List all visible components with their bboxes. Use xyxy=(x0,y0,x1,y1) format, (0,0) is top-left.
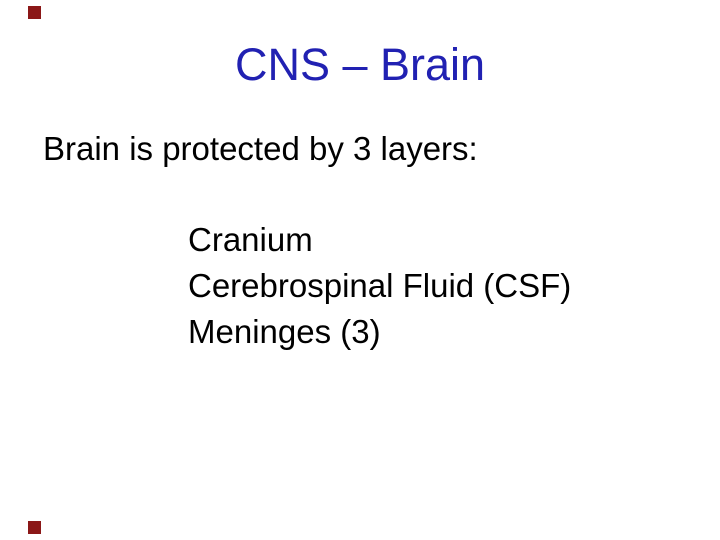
corner-marker-bottom-left xyxy=(28,521,41,534)
layer-list: Cranium Cerebrospinal Fluid (CSF) Mening… xyxy=(188,217,571,355)
list-item-meninges: Meninges (3) xyxy=(188,313,381,350)
list-item-csf: Cerebrospinal Fluid (CSF) xyxy=(188,267,572,304)
corner-marker-top-left xyxy=(28,6,41,19)
intro-text: Brain is protected by 3 layers: xyxy=(43,130,478,167)
list-item-cranium: Cranium xyxy=(188,221,313,258)
slide-title: CNS – Brain xyxy=(234,39,486,90)
